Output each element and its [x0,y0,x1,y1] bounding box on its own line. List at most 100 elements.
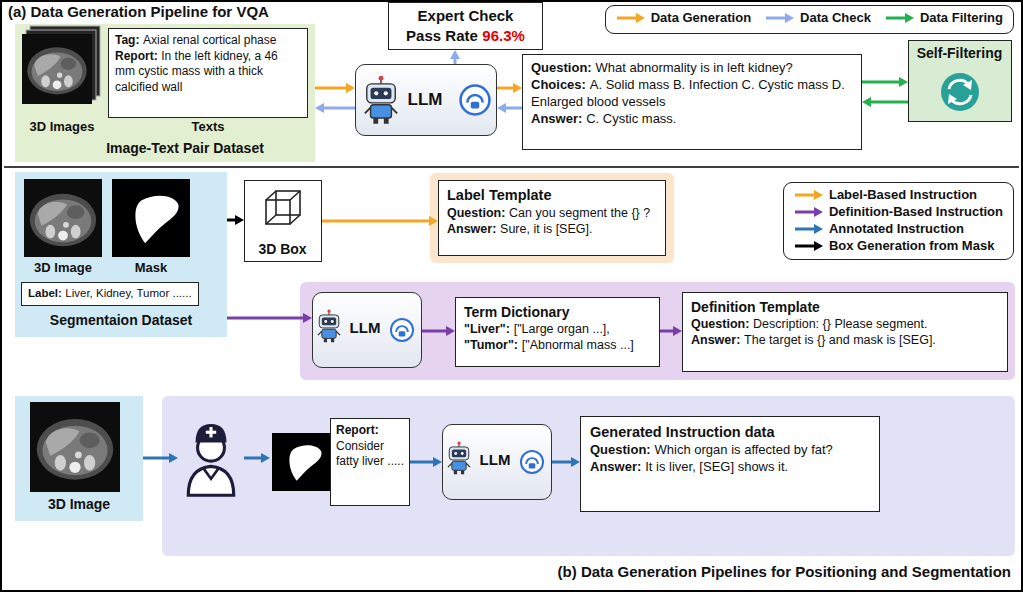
legend-swatch [794,223,824,235]
connector [450,50,460,64]
connector-line [227,219,236,222]
connector-line [410,461,434,464]
legend-item: Data Generation [616,10,751,27]
swatch-head [814,241,823,251]
legend-item: Definition-Based Instruction [794,204,1003,221]
text-group: Segmentaion Dataset [15,312,227,330]
swatch-line [886,17,906,20]
robot-icon [365,76,397,124]
node-text: LLM [480,451,511,468]
model-logo [461,86,490,115]
legend-swatch [794,206,824,218]
node-text: "Liver": [464,322,510,336]
text-group: 3D Images [17,119,107,135]
model-logo [521,451,543,473]
text-line: Label Template [447,186,657,205]
model-logo [391,319,413,341]
text-line: Answer:Sure, it is [SEG]. [447,221,657,237]
swatch-line [795,194,815,197]
arrow-head [899,77,908,87]
node-text: What abnormality is in left kidney? [596,60,793,75]
node-text: Generated Instruction data [590,424,775,440]
text-line: Question:Description: {} Please segment. [691,316,999,332]
check-box: Expert CheckPass Rate96.3% [388,2,543,50]
box-node: 3D Box [244,180,322,262]
connector [410,457,442,467]
connector [315,83,355,93]
swatch-line [795,211,815,214]
arrow-head [346,83,355,93]
swatch-head [814,224,823,234]
node-text: Label: [28,287,62,299]
legend-item: Box Generation from Mask [794,238,1003,255]
arrow-head [315,103,324,113]
node-text: "Tumor": [464,338,518,352]
annotation-arrows [143,453,270,463]
legend-swatch [765,12,795,24]
connector-line [315,87,347,90]
node-text: It is liver, [SEG] shows it. [645,459,788,474]
robot-icon [448,441,470,474]
text-line: Choices:A. Solid mass B. Infection C. Cy… [531,77,853,111]
text-line: Answer:The target is {} and mask is [SEG… [691,332,999,348]
swatch-line [795,245,815,248]
flow-head [261,453,270,463]
node-text: Which organ is affected by fat? [655,442,833,457]
swatch-line [617,17,637,20]
node-text: Expert Check [418,7,514,24]
text-group: LLM [475,451,515,470]
text-line: Term Dictionary [464,303,651,321]
node-text: Question: [590,442,651,457]
connector [552,457,580,467]
text-line: Report:In the left kidney, a 46 mm cysti… [115,49,301,96]
flow-line [244,457,261,460]
swatch-head [814,207,823,217]
dictionary-box: Term Dictionary"Liver":["Large organ ...… [455,297,660,367]
node-text: 3D Image [34,260,92,275]
legend-text: Data Generation [651,10,751,27]
text-group: Texts [108,119,308,135]
connector [497,83,522,93]
definition-band [300,282,1015,380]
text-line: Generated Instruction data [590,423,870,442]
filter-disc [941,73,979,111]
text-line: Answer:C. Cystic mass. [531,111,853,128]
filter-icon [941,73,979,111]
output-box: Generated Instruction dataQuestion: Which… [580,416,880,512]
arrow-head [433,457,442,467]
legend-box: Data GenerationData CheckData Filtering [605,5,1014,34]
ct-image [24,179,102,257]
node-text: Report: [336,423,379,437]
connector [862,77,908,87]
node-body: Definition TemplateQuestion:Description:… [683,293,1007,354]
node-text: 96.3% [482,27,525,44]
node-text: Axial renal cortical phase [143,33,276,47]
node-body: Label TemplateQuestion:Can you segment t… [439,181,665,242]
arrow-head [303,313,312,323]
arrow-head [571,457,580,467]
cycle-head [948,94,957,104]
text-group: Self-Filtering [909,45,1010,63]
node-text: LLM [408,90,443,109]
legend-text: Box Generation from Mask [829,238,994,255]
node-text: 3D Images [29,119,94,134]
connector [497,103,522,113]
node-text: ["Abnormal mass ...] [522,338,634,352]
legend-swatch [616,12,646,24]
text-group: Mask [112,260,190,276]
node-text: The target is {} and mask is [SEG]. [744,333,936,347]
node-text: Image-Text Pair Dataset [106,140,264,156]
node-text: Definition Template [691,299,820,315]
node-text: Label Template [447,187,551,203]
label-band [430,173,674,263]
node-text: Tag: [115,33,139,47]
mask-image [272,433,330,491]
cube-icon [266,191,300,224]
swatch-line [795,228,815,231]
connector-line [422,330,447,333]
legend-text: Label-Based Instruction [829,187,977,204]
node-text: Question: [447,206,505,220]
connector [227,313,312,323]
